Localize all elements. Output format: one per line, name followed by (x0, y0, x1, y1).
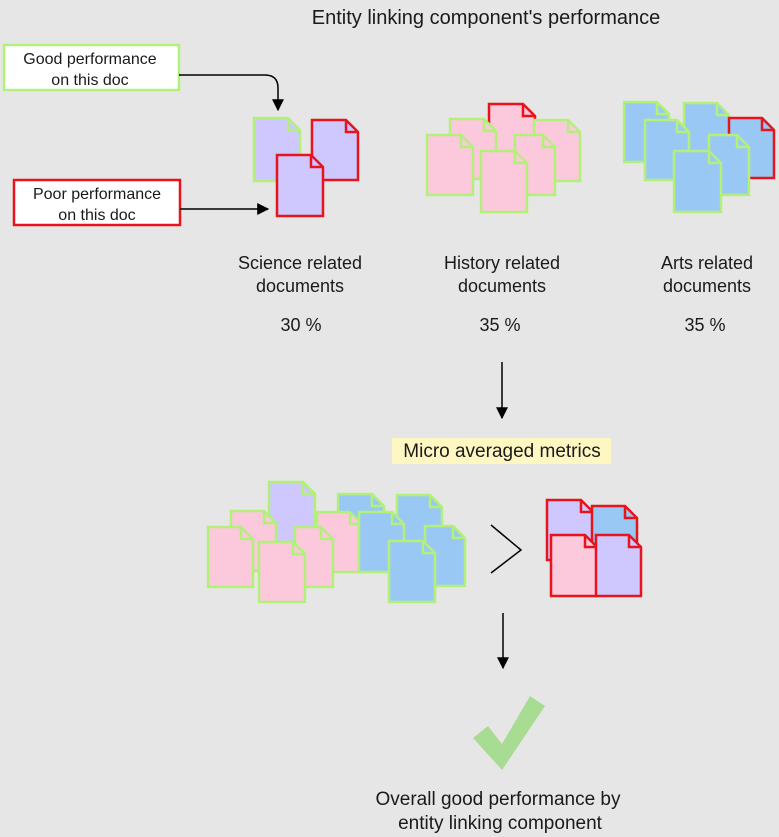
conclusion-line2: entity linking component (398, 813, 603, 834)
legend-poor: Poor performance on this doc (12, 178, 182, 227)
document-icon (206, 525, 255, 589)
document-icon (425, 133, 475, 197)
history-document-stack (425, 102, 582, 214)
poor-documents-stack (545, 498, 643, 598)
micro-label-highlight (392, 438, 611, 464)
arts-label-line1: Arts related (661, 253, 753, 273)
history-category: History related documents 35 % (444, 253, 560, 335)
legend-good-line1: Good performance (23, 51, 157, 68)
document-icon (549, 533, 599, 598)
science-percent: 30 % (280, 315, 321, 335)
history-percent: 35 % (479, 315, 520, 335)
micro-averaged-label: Micro averaged metrics (403, 441, 600, 462)
good-documents-stack (206, 480, 467, 604)
legend-poor-line1: Poor performance (33, 186, 161, 203)
history-label-line2: documents (458, 276, 546, 296)
document-icon (594, 533, 643, 598)
document-icon (672, 149, 723, 214)
science-label-line1: Science related (238, 253, 362, 273)
legend-poor-line2: on this doc (58, 207, 135, 224)
document-icon (257, 540, 307, 604)
greater-than-symbol (490, 524, 523, 574)
legend-good-line2: on this doc (51, 72, 128, 89)
legend-poor-box (12, 178, 182, 227)
science-category: Science related documents 30 % (238, 253, 362, 335)
document-icon (387, 539, 437, 604)
diagram-title: Entity linking component's performance (312, 7, 660, 29)
legend-good-arrow (179, 74, 284, 112)
document-icon (275, 153, 325, 218)
check-mark-icon (473, 696, 545, 770)
science-document-stack (252, 116, 360, 218)
arts-label-line2: documents (663, 276, 751, 296)
legend-good-box (2, 43, 181, 92)
arts-percent: 35 % (684, 315, 725, 335)
history-label-line1: History related (444, 253, 560, 273)
document-icon (479, 149, 529, 214)
science-label-line2: documents (256, 276, 344, 296)
arts-category: Arts related documents 35 % (661, 253, 753, 335)
arts-document-stack (622, 100, 776, 214)
conclusion-line1: Overall good performance by (375, 789, 621, 810)
legend-good: Good performance on this doc (2, 43, 181, 92)
